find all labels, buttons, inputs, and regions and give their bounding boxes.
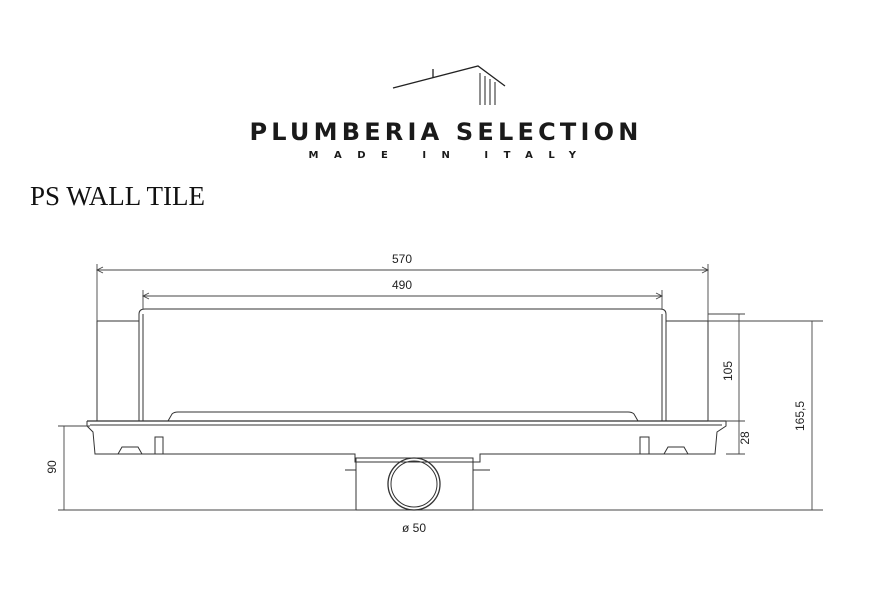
grate-insert bbox=[167, 411, 639, 422]
dim-channel-height: 90 bbox=[45, 460, 59, 474]
tile-panel bbox=[138, 308, 667, 421]
dim-total-height: 165,5 bbox=[793, 401, 807, 431]
dim-base-height: 28 bbox=[738, 431, 752, 445]
dim-panel-height: 105 bbox=[721, 361, 735, 381]
left-side-block bbox=[96, 320, 140, 422]
channel-body bbox=[86, 421, 727, 463]
brand-tagline: MADE IN ITALY bbox=[308, 150, 592, 161]
dim-inner-width: 490 bbox=[392, 278, 412, 292]
house-roof-icon bbox=[392, 65, 506, 105]
outlet-box bbox=[355, 457, 474, 511]
dim-outlet-diameter: ø 50 bbox=[402, 521, 426, 535]
product-title: PS WALL TILE bbox=[30, 181, 205, 211]
outlet-pipe bbox=[387, 457, 441, 511]
right-side-block bbox=[665, 320, 709, 422]
brand-name: PLUMBERIA SELECTION bbox=[249, 118, 643, 146]
brand-logo: PLUMBERIA SELECTION MADE IN ITALY bbox=[0, 60, 892, 170]
dim-overall-width: 570 bbox=[392, 252, 412, 266]
